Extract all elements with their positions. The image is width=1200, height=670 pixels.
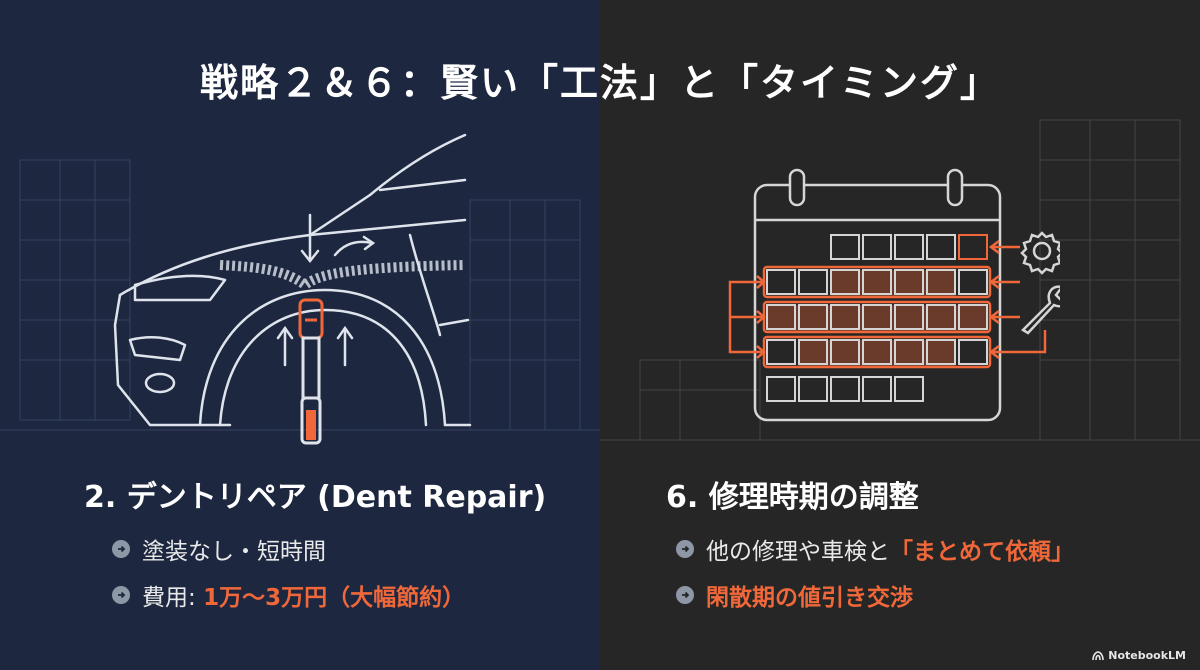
left-bullet-1-text: 塗装なし・短時間	[142, 539, 326, 565]
right-bullet-1-highlight: 「まとめて依頼」	[890, 539, 1074, 565]
car-dent-repair-icon	[113, 133, 472, 445]
right-bullet-2-highlight: 閑散期の値引き交渉	[706, 585, 913, 611]
right-bullet-1-prefix: 他の修理や車検と	[706, 539, 890, 565]
left-bullet-2: 費用: 1万〜3万円（大幅節約）	[112, 578, 465, 612]
right-bullet-1: 他の修理や車検と 「まとめて依頼」	[676, 532, 1074, 566]
arrow-bullet-icon	[676, 586, 694, 604]
brand-watermark: NotebookLM	[1092, 649, 1186, 662]
right-panel: 6. 修理時期の調整 他の修理や車検と 「まとめて依頼」 閑散期の値引き交渉	[600, 0, 1200, 670]
arrow-bullet-icon	[112, 540, 130, 558]
gear-icon	[1020, 231, 1060, 275]
calendar-schedule-icon	[728, 168, 1060, 422]
left-bullet-2-prefix: 費用:	[142, 585, 204, 611]
arrow-bullet-icon	[676, 540, 694, 558]
building-sketch-background	[600, 119, 1200, 441]
right-heading: 6. 修理時期の調整	[666, 480, 919, 515]
notebooklm-logo-icon	[1092, 650, 1105, 660]
left-bullet-2-highlight: 1万〜3万円（大幅節約）	[203, 585, 466, 611]
left-panel: 2. デントリペア (Dent Repair) 塗装なし・短時間 費用: 1万〜…	[0, 0, 600, 670]
wrench-icon	[1020, 285, 1060, 335]
building-sketch-background	[0, 159, 600, 431]
left-heading: 2. デントリペア (Dent Repair)	[84, 480, 547, 515]
slide-title: 戦略２＆６：賢い「工法」と「タイミング」	[199, 61, 1000, 105]
left-bullet-1: 塗装なし・短時間	[112, 532, 326, 566]
arrow-bullet-icon	[112, 586, 130, 604]
brand-label: NotebookLM	[1108, 649, 1186, 662]
right-bullet-2: 閑散期の値引き交渉	[676, 578, 913, 612]
